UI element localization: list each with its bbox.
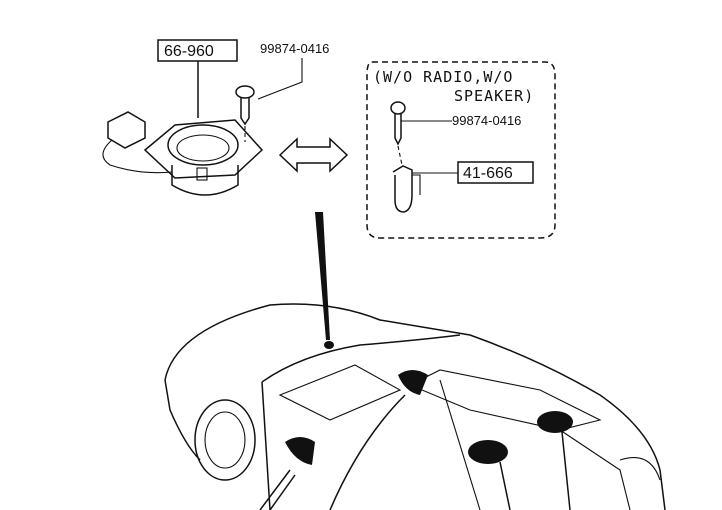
bracket-part-number: 41-666 <box>463 165 513 182</box>
location-pointer <box>315 212 330 340</box>
variant-note-line2: SPEAKER) <box>454 87 534 105</box>
alternative-arrow-icon <box>278 137 349 173</box>
speaker-screw-part-number: 99874-0416 <box>260 41 329 56</box>
speaker-part-callout[interactable]: 66-960 <box>157 39 238 118</box>
speaker-illustration <box>102 85 264 196</box>
speaker-part-number: 66-960 <box>164 43 214 60</box>
bracket-screw-callout[interactable]: 99874-0416 <box>401 113 521 128</box>
bracket-screw-part-number: 99874-0416 <box>452 113 521 128</box>
speaker-screw-callout[interactable]: 99874-0416 <box>257 41 329 100</box>
variant-note-line1: (W/O RADIO,W/O <box>373 68 513 86</box>
car-illustration <box>164 303 666 510</box>
alternative-variant-box: (W/O RADIO,W/O SPEAKER) <box>366 61 556 239</box>
bracket-callout[interactable]: 41-666 <box>412 161 534 184</box>
